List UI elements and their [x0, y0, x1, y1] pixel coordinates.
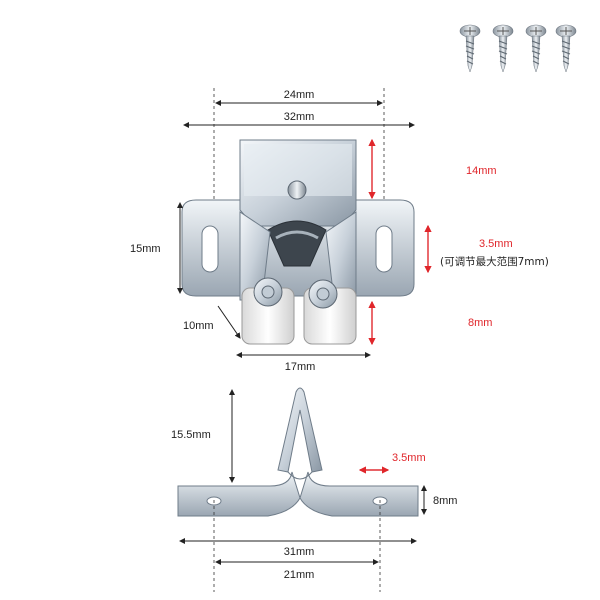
dim-label-3-5mm: 3.5mm: [479, 238, 513, 250]
dim-label-17mm: 17mm: [285, 361, 316, 373]
dim-label-15mm: 15mm: [130, 243, 161, 255]
strike-plate-image: [177, 387, 419, 517]
dim-label-24mm: 24mm: [284, 89, 315, 101]
screw-icon: [492, 24, 514, 73]
dim-label-32mm: 32mm: [284, 111, 315, 123]
dim-label-strike-8mm: 8mm: [433, 495, 457, 507]
screws-group: [459, 24, 577, 73]
dim-label-31mm: 31mm: [284, 546, 315, 558]
adjust-range-note: (可调节最大范围7mm): [440, 255, 549, 268]
dim-label-strike-3-5mm: 3.5mm: [392, 452, 426, 464]
screw-icon: [555, 24, 577, 73]
screw-icon: [525, 24, 547, 73]
dim-label-10mm: 10mm: [183, 320, 214, 332]
roller-catch-image: [181, 139, 415, 345]
dim-label-15-5mm: 15.5mm: [171, 429, 211, 441]
catch-dimension-lines: [177, 88, 432, 358]
dim-label-14mm: 14mm: [466, 165, 497, 177]
dim-label-8mm: 8mm: [468, 317, 492, 329]
dim-label-21mm: 21mm: [284, 569, 315, 581]
screw-icon: [459, 24, 481, 73]
strike-dimension-lines: [179, 389, 427, 592]
